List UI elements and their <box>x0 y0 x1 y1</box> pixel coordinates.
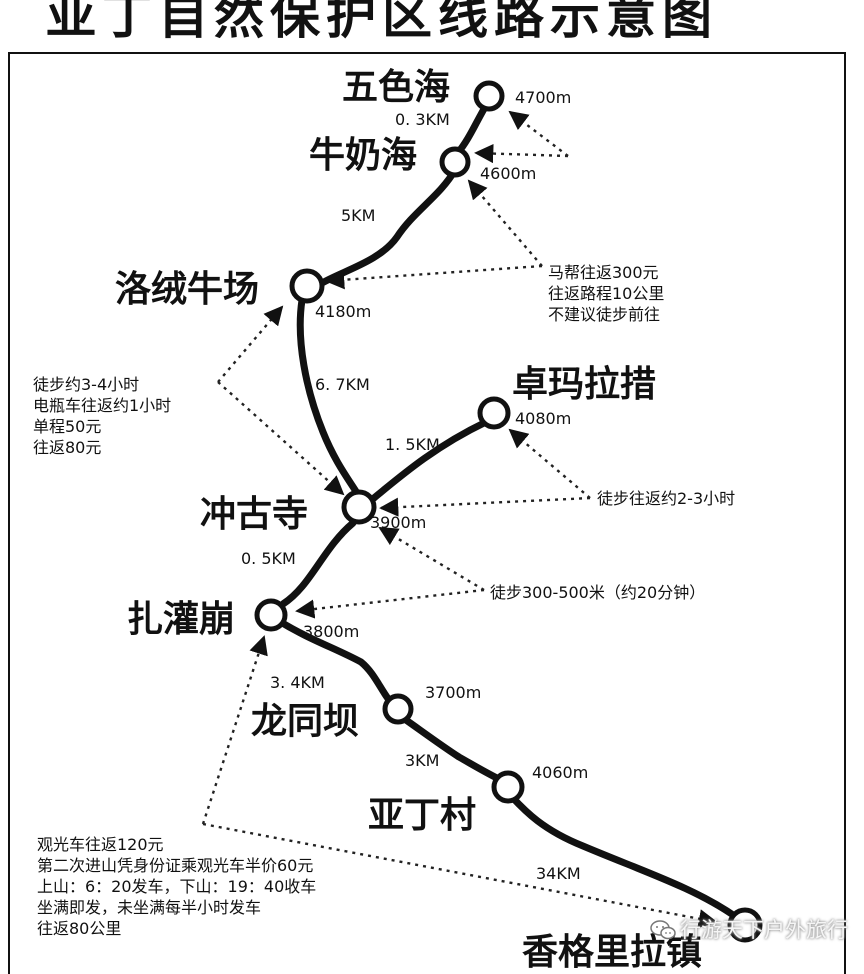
note-horse-line-3: 不建议徒步前往 <box>548 305 661 324</box>
distance-chonggu-zhaguan: 0. 5KM <box>241 549 296 568</box>
station-longtong <box>382 693 414 725</box>
route-yading-xianggelila <box>508 793 740 921</box>
route-chonggu-zhuoma <box>370 418 490 502</box>
note-walk-luorong-line-2: 电瓶车往返约1小时 <box>33 396 172 415</box>
place-yading: 亚丁村 <box>368 795 477 836</box>
elevation-luorong: 4180m <box>315 302 372 321</box>
distance-chonggu-zhuoma: 1. 5KM <box>385 435 440 454</box>
note-walk-chonggu: 徒步300-500米（约20分钟） <box>490 583 706 602</box>
note-walk-zhuoma: 徒步往返约2-3小时 <box>597 489 736 508</box>
note-bus: 观光车往返120元 第二次进山凭身份证乘观光车半价60元 上山：6：20发车，下… <box>37 834 316 939</box>
note-bus-line-4: 坐满即发，未坐满每半小时发车 <box>37 898 262 917</box>
pointer-bus-zhaguan <box>201 635 268 825</box>
route-luorong-chonggu <box>296 296 361 497</box>
place-zhaguan: 扎灌崩 <box>127 599 236 640</box>
note-walk-luorong: 徒步约3-4小时 电瓶车往返约1小时 单程50元 往返80元 <box>33 374 171 458</box>
elevation-wuse: 4700m <box>515 88 572 107</box>
pointer-chonggu <box>379 496 591 517</box>
station-markers <box>254 80 763 943</box>
note-bus-line-1: 观光车往返120元 <box>37 835 164 854</box>
map-frame <box>8 52 846 974</box>
place-longtong: 龙同坝 <box>251 701 360 742</box>
route-zhaguan-longtong <box>275 617 400 711</box>
elevation-yading: 4060m <box>532 763 589 782</box>
note-horse: 马帮往返300元 往返路程10公里 不建议徒步前往 <box>548 262 664 325</box>
distance-wuse-niunai: 0. 3KM <box>395 110 450 129</box>
elevation-niunai: 4600m <box>480 164 537 183</box>
elevation-chonggu: 3900m <box>370 513 427 532</box>
watermark-text: 行游天下户外旅行 <box>680 918 848 942</box>
distance-longtong-yading: 3KM <box>405 751 440 770</box>
map-title: 亚丁自然保护区线路示意图 <box>46 0 718 45</box>
distance-niunai-luorong: 5KM <box>341 206 376 225</box>
route-chonggu-zhaguan <box>279 519 357 608</box>
note-walk-luorong-line-1: 徒步约3-4小时 <box>33 375 140 394</box>
elevation-longtong: 3700m <box>425 683 482 702</box>
note-bus-line-2: 第二次进山凭身份证乘观光车半价60元 <box>37 856 314 875</box>
distance-luorong-chonggu: 6. 7KM <box>315 375 370 394</box>
elevation-zhuoma: 4080m <box>515 409 572 428</box>
place-wuse: 五色海 <box>342 67 451 108</box>
pointer-horse-niunai <box>474 143 569 164</box>
place-zhuoma: 卓玛拉措 <box>512 364 657 405</box>
place-niunai: 牛奶海 <box>309 135 418 176</box>
wechat-icon <box>650 920 676 940</box>
station-zhaguan <box>254 598 288 632</box>
elevation-zhaguan: 3800m <box>303 622 360 641</box>
note-walk-luorong-line-3: 单程50元 <box>33 417 102 436</box>
station-niunai <box>439 146 471 178</box>
distance-yading-xianggelila: 34KM <box>536 864 581 883</box>
station-luorong <box>289 268 325 304</box>
main-route <box>275 98 740 921</box>
pointer-zhaguan <box>295 588 485 619</box>
note-walk-luorong-line-4: 往返80元 <box>33 438 102 457</box>
station-chonggu <box>341 489 377 525</box>
pointer-zhuoma <box>508 428 591 499</box>
place-xianggelila: 香格里拉镇 <box>522 932 703 973</box>
note-bus-line-5: 往返80公里 <box>37 919 122 938</box>
station-xianggelila <box>727 907 763 943</box>
station-zhuoma <box>477 396 511 430</box>
place-luorong: 洛绒牛场 <box>115 269 260 310</box>
pointer-horse-luorong-upper <box>467 179 543 267</box>
pointer-horse-wuse <box>508 110 569 157</box>
pointer-walk-luorong <box>217 305 284 383</box>
dotted-pointers <box>201 110 718 929</box>
watermark: 行游天下户外旅行 <box>650 916 850 956</box>
note-horse-line-2: 往返路程10公里 <box>548 284 665 303</box>
place-chonggu: 冲古寺 <box>200 494 309 535</box>
pointer-chonggu-lower <box>378 526 485 592</box>
station-yading <box>491 770 525 804</box>
route-niunai-luorong <box>318 166 459 287</box>
route-longtong-yading <box>402 716 509 786</box>
station-wuse <box>473 80 505 112</box>
note-horse-line-1: 马帮往返300元 <box>548 263 659 282</box>
distance-zhaguan-longtong: 3. 4KM <box>270 673 325 692</box>
note-bus-line-3: 上山：6：20发车，下山：19：40收车 <box>37 877 317 896</box>
